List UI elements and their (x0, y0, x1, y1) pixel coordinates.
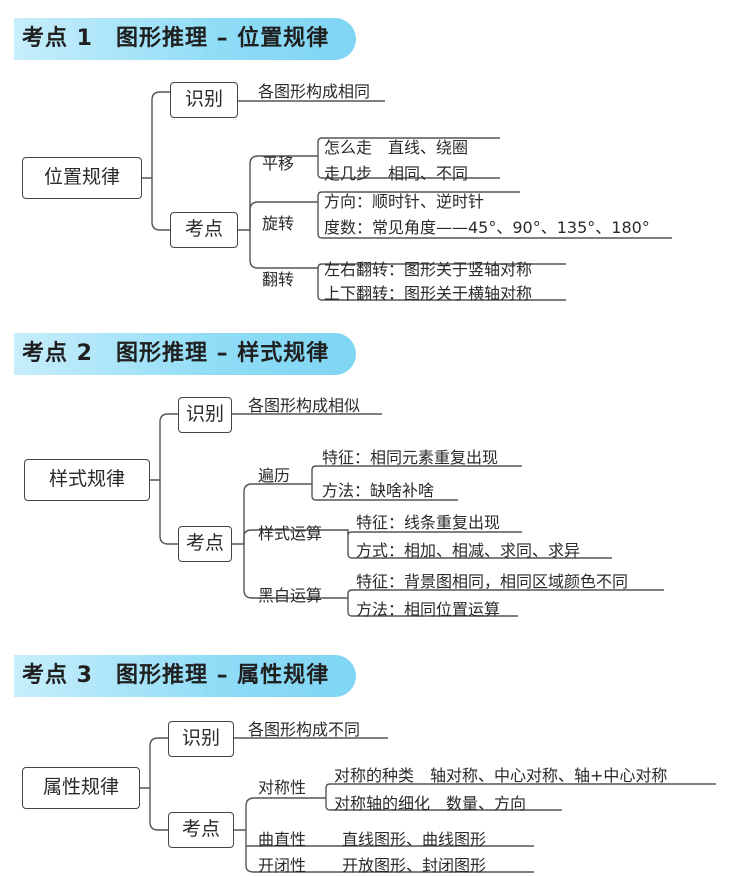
root-node-position: 位置规律 (22, 157, 142, 199)
group-label-style-op: 样式运算 (258, 524, 323, 543)
leaf-item: 方式：相加、相减、求同、求异 (356, 541, 581, 560)
leaf-item: 直线图形、曲线图形 (342, 830, 487, 849)
identify-node: 识别 (168, 721, 234, 757)
group-label-flip: 翻转 (262, 270, 295, 289)
group-label-open-close: 开闭性 (258, 856, 307, 875)
leaf-item: 上下翻转：图形关于横轴对称 (324, 284, 533, 303)
leaf-item: 特征：相同元素重复出现 (322, 448, 499, 467)
leaf-item: 方法：相同位置运算 (356, 600, 501, 619)
identify-node: 识别 (178, 397, 232, 433)
leaf-item: 开放图形、封闭图形 (342, 856, 487, 875)
leaf-item: 怎么走 直线、绕圈 (324, 138, 469, 157)
identify-note: 各图形构成不同 (248, 720, 361, 739)
leaf-item: 方向：顺时针、逆时针 (324, 192, 485, 211)
group-label-traverse: 遍历 (258, 466, 291, 485)
group-label-symmetry: 对称性 (258, 778, 307, 797)
key-node: 考点 (170, 212, 238, 248)
leaf-item: 对称的种类 轴对称、中心对称、轴+中心对称 (334, 766, 668, 785)
leaf-item: 度数：常见角度——45°、90°、135°、180° (324, 218, 650, 237)
leaf-item: 左右翻转：图形关于竖轴对称 (324, 260, 533, 279)
key-node: 考点 (168, 812, 234, 848)
group-label-curve: 曲直性 (258, 830, 307, 849)
group-label-rotate: 旋转 (262, 214, 295, 233)
identify-node: 识别 (170, 82, 238, 118)
leaf-item: 特征：线条重复出现 (356, 513, 501, 532)
key-node: 考点 (178, 526, 232, 562)
section-1-banner: 考点 1 图形推理 – 位置规律 (14, 18, 356, 60)
leaf-item: 方法：缺啥补啥 (322, 481, 435, 500)
group-label-bw-op: 黑白运算 (258, 586, 323, 605)
identify-note: 各图形构成相似 (248, 396, 361, 415)
root-node-style: 样式规律 (24, 459, 150, 501)
section-3-banner: 考点 3 图形推理 – 属性规律 (14, 655, 356, 697)
leaf-item: 对称轴的细化 数量、方向 (334, 794, 527, 813)
identify-note: 各图形构成相同 (258, 82, 371, 101)
leaf-item: 特征：背景图相同，相同区域颜色不同 (356, 572, 629, 591)
section-2-banner: 考点 2 图形推理 – 样式规律 (14, 333, 356, 375)
leaf-item: 走几步 相同、不同 (324, 164, 469, 183)
group-label-translate: 平移 (262, 154, 295, 173)
root-node-attribute: 属性规律 (22, 767, 140, 809)
